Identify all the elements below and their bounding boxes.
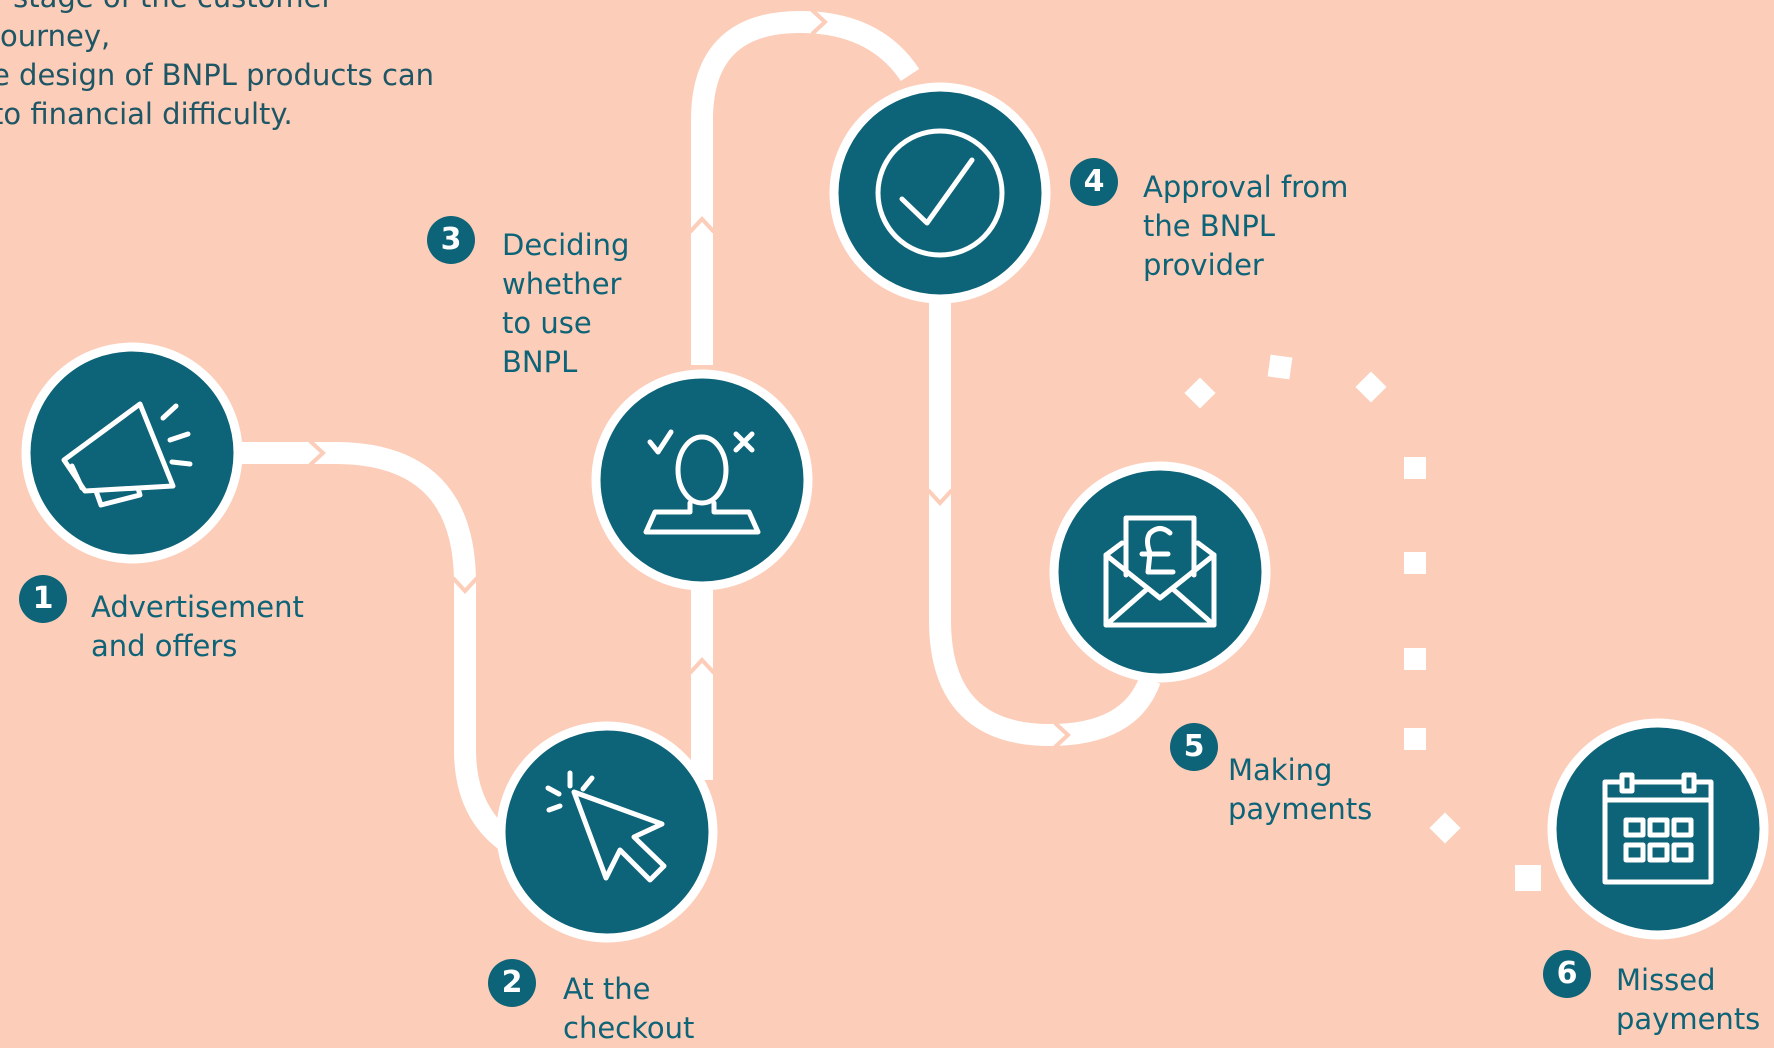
- step-6-node: [1547, 718, 1769, 940]
- step-4-badge: 4: [1070, 158, 1118, 206]
- step-3-label: Deciding whether to use BNPL: [502, 228, 630, 379]
- calendar-icon: [1602, 772, 1714, 885]
- step-5-badge: 5: [1170, 723, 1218, 771]
- person-decision-icon: [643, 429, 761, 535]
- step-1-node: [21, 342, 243, 564]
- step-4-node: [829, 82, 1051, 304]
- cursor-click-icon: [545, 770, 667, 883]
- envelope-pound-icon: [1103, 515, 1217, 628]
- step-4-label: Approval from the BNPL provider: [1143, 170, 1349, 282]
- step-5-label: Making payments: [1228, 753, 1373, 826]
- step-5-node: [1049, 461, 1271, 683]
- step-3-node: [591, 369, 813, 591]
- checkmark-icon: [875, 128, 1005, 258]
- intro-text: r stage of the customer journey, e desig…: [0, 0, 435, 131]
- step-1-badge: 1: [19, 575, 67, 623]
- step-1-label: Advertisement and offers: [91, 590, 304, 663]
- dashed-arc: [1184, 354, 1541, 891]
- journey-path: [235, 10, 1161, 860]
- megaphone-icon: [61, 401, 193, 508]
- step-2-badge: 2: [488, 959, 536, 1007]
- step-2-label: At the checkout: [563, 972, 695, 1045]
- step-6-badge: 6: [1543, 950, 1591, 998]
- step-3-badge: 3: [427, 216, 475, 264]
- step-2-node: [496, 721, 718, 943]
- step-6-label: Missed payments: [1616, 963, 1761, 1036]
- path-chevrons: [308, 8, 1071, 749]
